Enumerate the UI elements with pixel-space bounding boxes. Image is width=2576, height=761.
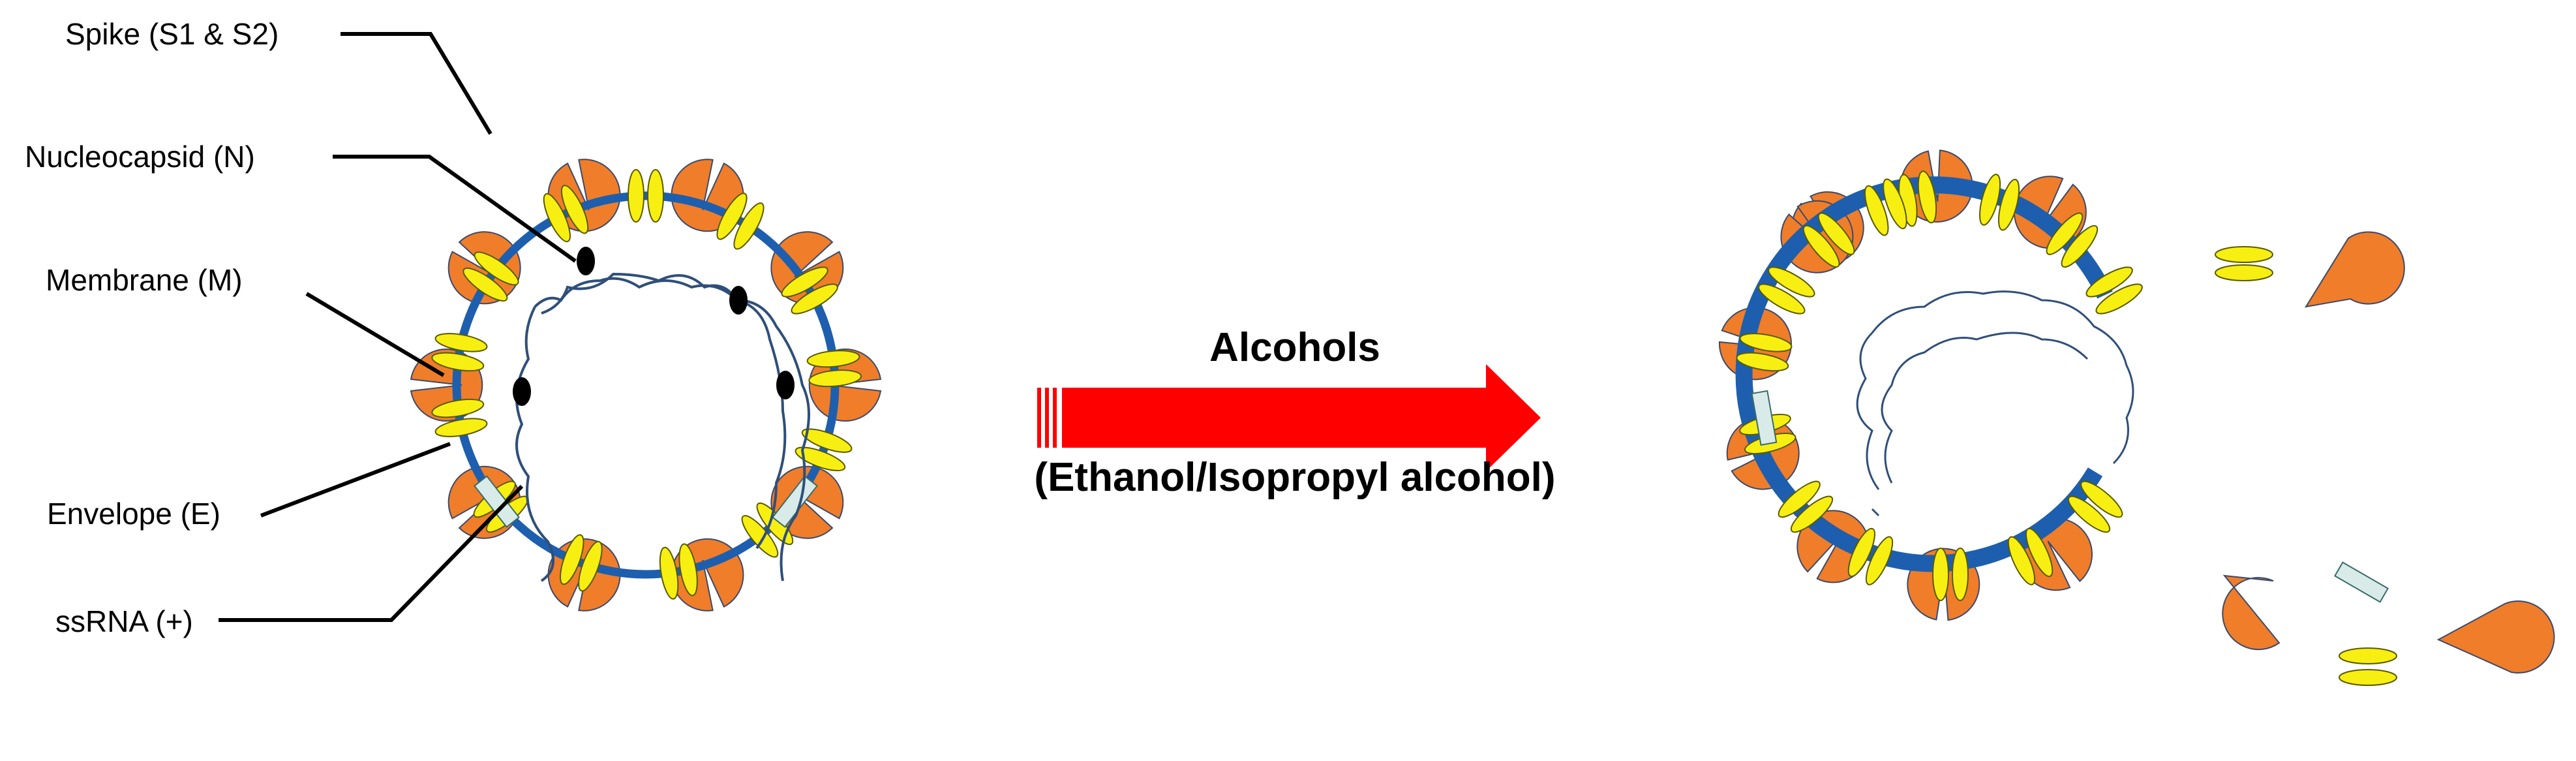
detached-spike-protein [2436, 600, 2555, 674]
leader-line-ssrna [219, 484, 524, 622]
membrane-protein-icon [628, 169, 664, 223]
membrane-protein-icon [716, 193, 765, 250]
rna-strand-icon [515, 272, 810, 582]
envelope-protein-icon [772, 475, 819, 528]
spike-proteins [410, 159, 882, 612]
leader-line-envelope [260, 442, 451, 518]
membrane-protein-icon [2046, 212, 2099, 268]
membrane-protein-icon [1758, 266, 1815, 315]
membrane-protein-icon [462, 251, 519, 302]
envelope-proteins [473, 475, 819, 528]
membrane-protein-icon [806, 350, 862, 388]
nucleocapsid-icon [513, 247, 795, 406]
rna-strand-icon [1856, 290, 2134, 517]
leader-line-spike [341, 32, 492, 135]
envelope-protein-icon [473, 475, 520, 528]
arrow-subtitle: (Ethanol/Isopropyl alcohol) [1034, 455, 1555, 500]
membrane-protein-icon [1979, 174, 2020, 231]
envelope-protein-icon [1751, 390, 1778, 446]
membrane-protein-icon [431, 398, 488, 437]
leader-line-nucleocapsid [333, 155, 577, 263]
label-ssrna: ssRNA (+) [55, 604, 193, 638]
membrane-protein-icon [781, 266, 838, 315]
intact-virus [410, 159, 882, 612]
detached-fragments [2215, 231, 2555, 686]
envelope-protein-attached [1751, 390, 1778, 446]
detached-envelope-protein [2333, 561, 2389, 603]
membrane-protein-icon [1898, 170, 1937, 227]
membrane-proteins-attached [1736, 170, 2143, 601]
membrane-protein-icon [559, 534, 603, 592]
label-spike: Spike (S1 & S2) [65, 17, 279, 51]
membrane-protein-icon [2067, 480, 2123, 533]
label-membrane: Membrane (M) [46, 263, 243, 297]
membrane-protein-icon [1802, 212, 1855, 268]
detached-spike-protein [2222, 574, 2281, 651]
spike-protein-icon [447, 231, 521, 305]
membrane-proteins [431, 169, 862, 600]
membrane-protein-icon [795, 428, 853, 472]
membrane-protein-icon [659, 543, 698, 600]
detached-spike-protein [2304, 231, 2405, 308]
membrane-protein-icon [1864, 178, 1907, 236]
label-envelope: Envelope (E) [47, 497, 220, 531]
membrane-protein-icon [1847, 527, 1894, 585]
leader-line-membrane [305, 292, 445, 377]
arrow-shape [1062, 364, 1541, 471]
membrane-protein-icon [431, 333, 488, 372]
membrane-protein-icon [2007, 527, 2053, 585]
disrupted-virus [1718, 149, 2555, 686]
membrane-protein-icon [2085, 266, 2143, 315]
component-labels: Spike (S1 & S2) Nucleocapsid (N) Membran… [25, 17, 577, 638]
membrane-protein-icon [1736, 333, 1793, 372]
membrane-protein-icon [1932, 548, 1969, 601]
membrane-protein-icon [1778, 480, 1834, 533]
alcohol-arrow: Alcohols (Ethanol/Isopropyl alcohol) [1034, 325, 1555, 500]
detached-membrane-protein [2215, 246, 2273, 281]
detached-membrane-protein [2339, 647, 2397, 686]
membrane-protein-icon [543, 185, 589, 243]
label-nucleocapsid: Nucleocapsid (N) [25, 140, 255, 174]
spike-protein-icon [1900, 149, 1973, 223]
arrow-title: Alcohols [1209, 325, 1380, 370]
